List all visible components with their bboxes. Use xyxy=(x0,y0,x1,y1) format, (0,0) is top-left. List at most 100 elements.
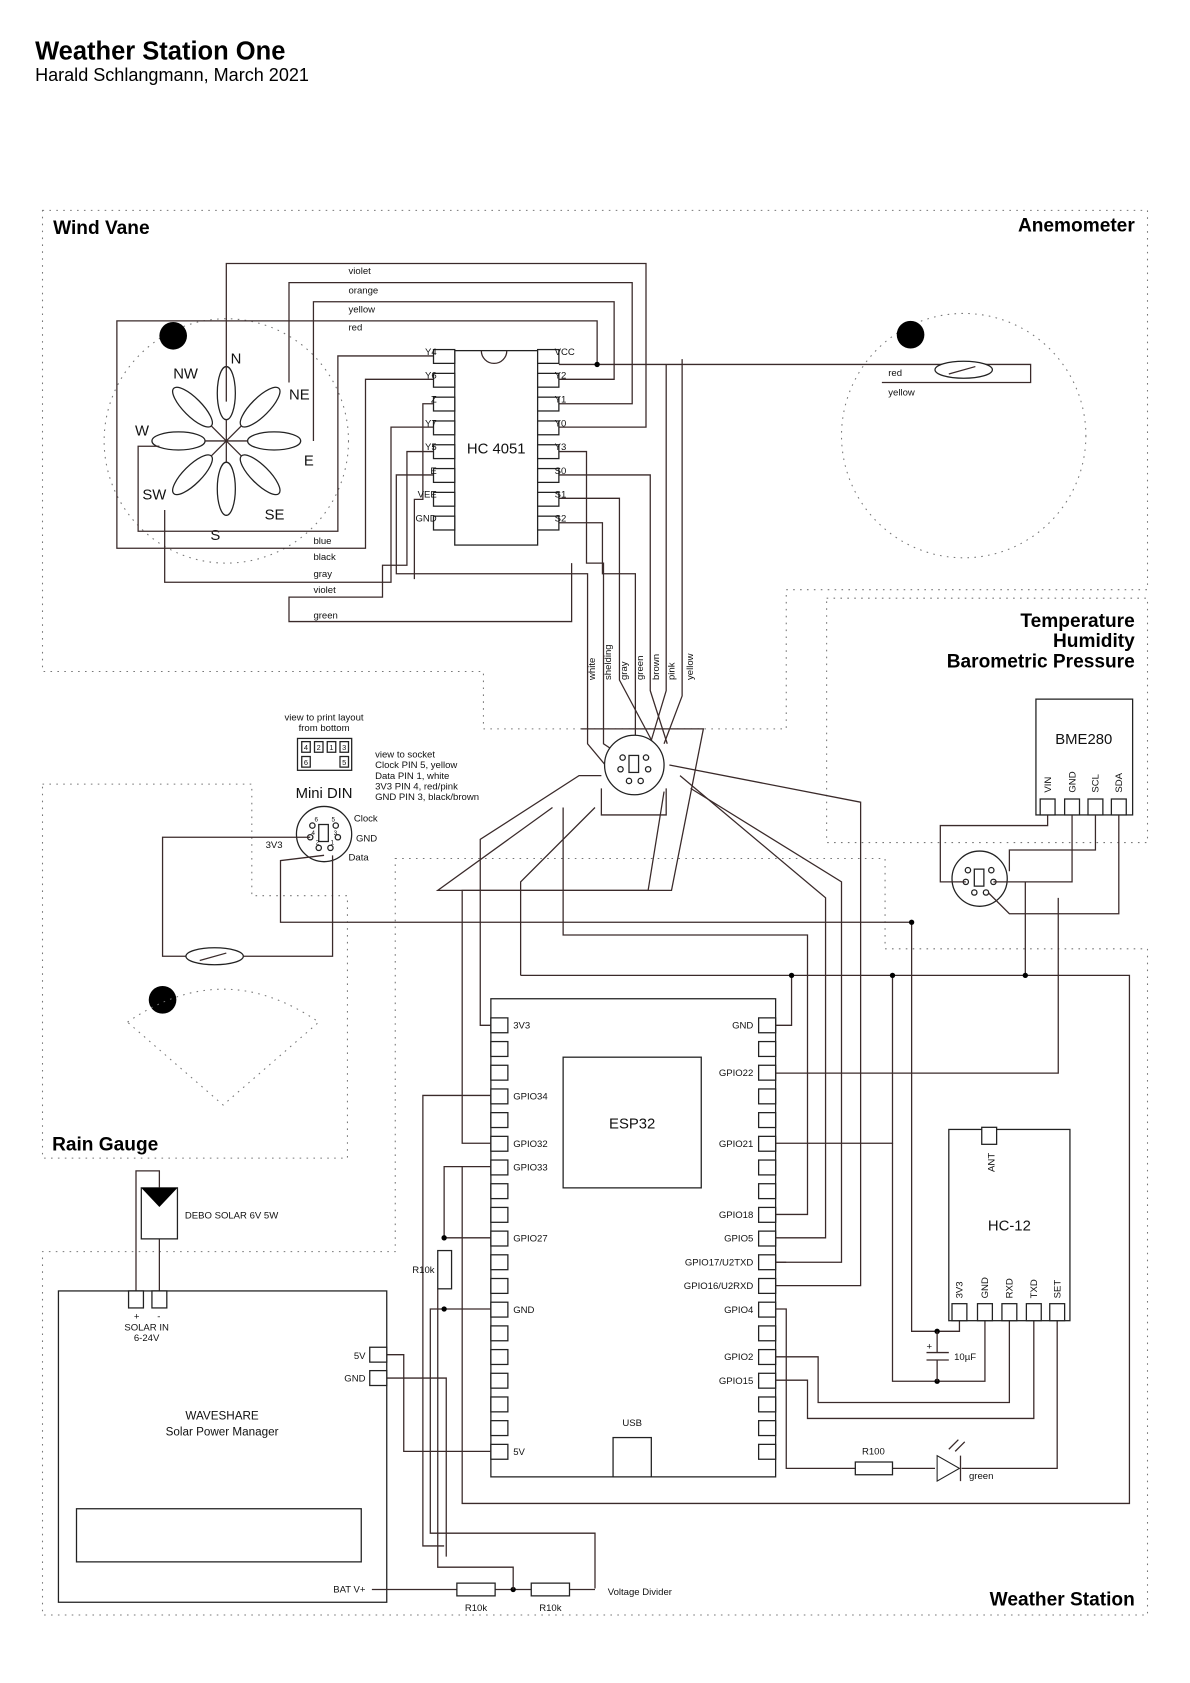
divider-label: Voltage Divider xyxy=(608,1587,673,1598)
solar-range-label: 6-24V xyxy=(134,1333,160,1344)
note: GND PIN 3, black/brown xyxy=(375,792,479,803)
resistor-label: R10k xyxy=(539,1603,562,1614)
wind-vane-petals xyxy=(151,365,302,516)
wire-label: shelding xyxy=(603,644,614,680)
wire-label: gray xyxy=(313,569,332,580)
print-pin-number: 6 xyxy=(304,758,308,767)
esp32-pin-label: 5V xyxy=(513,1447,525,1458)
ant-label: ANT xyxy=(987,1153,998,1172)
esp32-pin-pad xyxy=(490,1301,509,1318)
esp32-pin-pad xyxy=(490,1325,509,1342)
vane-petal xyxy=(239,386,281,428)
esp32-board: ESP32 USB 3V3GPIO34GPIO32GPIO33GPIO27GND… xyxy=(490,998,777,1478)
mux-pin-pad xyxy=(432,515,456,531)
esp32-pin-pad xyxy=(757,1088,777,1105)
bme280-pin-pad xyxy=(1039,798,1056,816)
pin-number: 5 xyxy=(332,816,336,823)
dir-s: S xyxy=(210,528,220,544)
esp32-pin-pad xyxy=(757,1206,777,1223)
capacitor-label: 10µF xyxy=(954,1352,976,1363)
resistor-r10k-pull: R10k xyxy=(412,1249,453,1290)
esp32-pin-pad xyxy=(490,1230,509,1247)
esp32-pin-label: GPIO21 xyxy=(719,1139,754,1150)
pin-label: 5V xyxy=(354,1351,366,1362)
plus-label: + xyxy=(134,1312,140,1323)
bme280-pin-label: SDA xyxy=(1114,772,1125,792)
voltage-divider: R10k R10k Voltage Divider xyxy=(371,1288,673,1614)
pin-number: 6 xyxy=(315,816,319,823)
esp32-wires xyxy=(279,764,1131,1589)
vane-petal xyxy=(246,431,302,451)
esp32-pin-pad xyxy=(757,1301,777,1318)
esp32-pin-label: GND xyxy=(732,1021,753,1032)
vane-petal xyxy=(216,461,236,516)
dir-n: N xyxy=(231,351,242,367)
led-label: green xyxy=(969,1471,993,1482)
solar-in-label: SOLAR IN xyxy=(124,1322,169,1333)
bme280-pin-label: SCL xyxy=(1091,774,1102,793)
mux-pin-pad xyxy=(432,420,456,436)
esp32-pin-label: GND xyxy=(513,1305,534,1316)
section-wind-vane: Wind Vane xyxy=(53,218,149,239)
hc4051-label: HC 4051 xyxy=(467,442,526,458)
esp32-pin-pad xyxy=(490,1183,509,1200)
waveshare-power-manager: + - SOLAR IN 6-24V 5V GND WAVESHARE Sola… xyxy=(57,1290,388,1603)
esp32-pin-label: GPIO34 xyxy=(513,1092,548,1103)
mux-pin-pad xyxy=(536,348,560,365)
wire-label: yellow xyxy=(349,304,376,315)
anemometer: red yellow xyxy=(840,312,1087,559)
weather-station-region xyxy=(41,857,1149,1616)
esp32-pin-label: GPIO18 xyxy=(719,1210,754,1221)
note: from bottom xyxy=(299,723,350,734)
hc12-pin-label: 3V3 xyxy=(955,1281,966,1298)
esp32-pin-pad xyxy=(490,1206,509,1223)
pin-label: GND xyxy=(344,1373,365,1384)
esp32-label: ESP32 xyxy=(609,1116,655,1132)
led-circuit: R100 green xyxy=(854,1439,993,1483)
capacitor-plus: + xyxy=(927,1341,933,1352)
waveshare-subtitle: Solar Power Manager xyxy=(166,1425,279,1438)
mux-pin-pad xyxy=(432,491,456,507)
hc12-pin-pad xyxy=(1049,1303,1066,1322)
wire-label: blue xyxy=(313,536,331,547)
mux-pin-pad xyxy=(536,396,560,412)
esp32-pin-label: GPIO5 xyxy=(724,1234,753,1245)
mux-pin-label: Y3 xyxy=(555,442,567,453)
mux-pin-label: Z xyxy=(431,394,437,405)
esp32-pin-pad xyxy=(490,1159,509,1176)
wire-label: violet xyxy=(349,266,372,277)
hc12-pin-label: RXD xyxy=(1005,1278,1016,1298)
dir-e: E xyxy=(304,453,314,469)
cable-labels: white shelding gray green brown pink yel… xyxy=(587,644,696,681)
mux-pin-label: Y7 xyxy=(425,418,437,429)
vane-petal xyxy=(172,454,213,496)
mux-pin-label: S2 xyxy=(555,513,567,524)
wire-label: black xyxy=(313,552,336,563)
wire-label: yellow xyxy=(685,653,696,680)
solar-panel: DEBO SOLAR 6V 5W xyxy=(135,1170,278,1291)
esp32-pin-pad xyxy=(757,1372,777,1389)
mux-pin-label: Y4 xyxy=(425,347,437,358)
cable-connector xyxy=(435,728,705,892)
wire-label: green xyxy=(313,610,337,621)
page-title: Weather Station One xyxy=(35,38,285,66)
esp32-pin-label: 3V3 xyxy=(513,1021,530,1032)
section-anemometer: Anemometer xyxy=(1018,216,1135,237)
wire-label: red xyxy=(349,322,363,333)
mux-pin-pad xyxy=(536,444,560,460)
esp32-pin-pad xyxy=(757,1017,777,1034)
section-weather-station: Weather Station xyxy=(990,1589,1135,1610)
esp32-pin-pad xyxy=(757,1064,777,1081)
esp32-pin-pad xyxy=(490,1135,509,1152)
pin-number: 1 xyxy=(330,840,334,847)
wire-label: red xyxy=(888,368,902,379)
note: Data PIN 1, white xyxy=(375,771,449,782)
page-subtitle: Harald Schlangmann, March 2021 xyxy=(35,65,309,85)
pin-number: 4 xyxy=(311,830,315,837)
print-pin xyxy=(313,740,324,753)
section-rain-gauge: Rain Gauge xyxy=(52,1135,158,1156)
wind-vane-wires: violet orange yellow red blue black gray… xyxy=(116,262,1032,777)
hc12-label: HC-12 xyxy=(988,1218,1031,1234)
